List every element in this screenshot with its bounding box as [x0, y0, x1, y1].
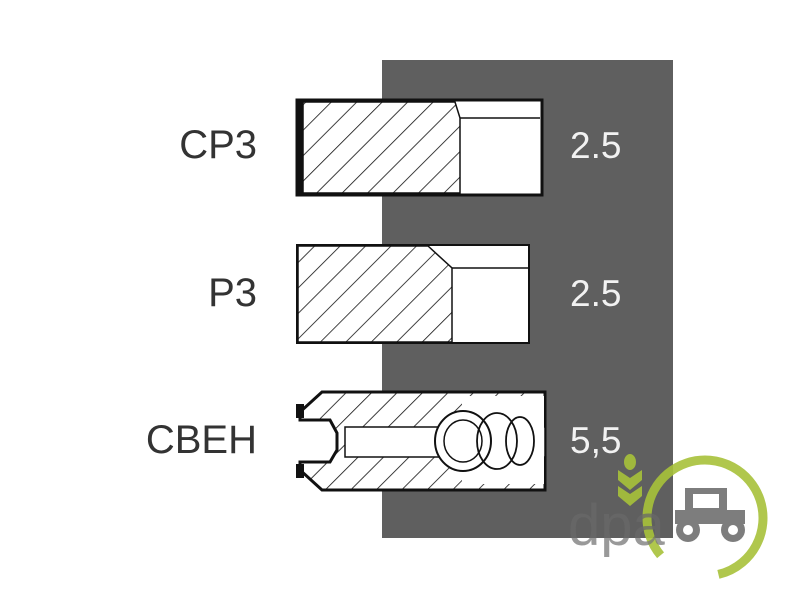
ring-value-p3: 2.5 [570, 273, 622, 314]
ring-value-cbeh: 5,5 [570, 420, 622, 461]
ring-value-cp3: 2.5 [570, 125, 622, 166]
ring-cbeh-profile [296, 390, 547, 492]
dpa-logo-watermark: dpa [568, 454, 768, 581]
ring-cp3-profile [295, 98, 544, 197]
watermark-text: dpa [568, 493, 666, 558]
ring-p3-profile [296, 244, 530, 344]
ring-label-cp3: CP3 [179, 123, 257, 167]
ring-label-cbeh: CBEH [145, 418, 257, 462]
ring-label-p3: P3 [208, 271, 257, 315]
